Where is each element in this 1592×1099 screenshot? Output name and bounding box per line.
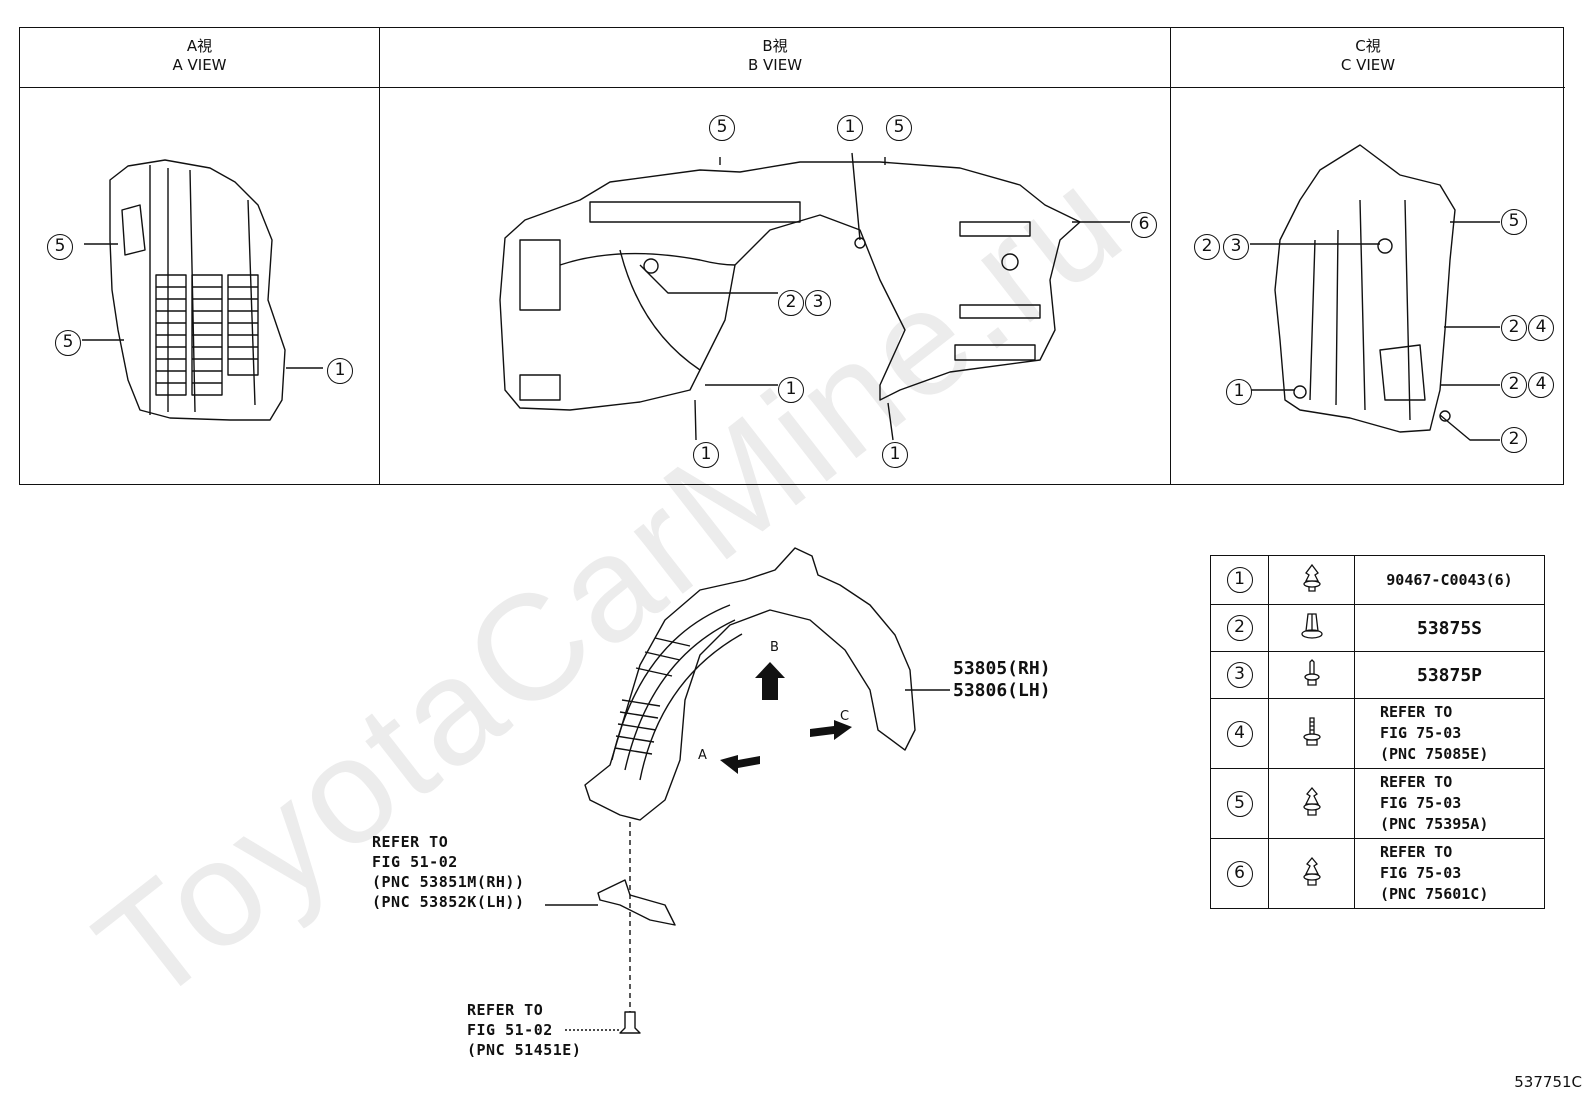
parts-row-3: 3 53875P [1210,651,1545,699]
parts-row-3-number: 3 [1226,662,1253,688]
view-c-liner-drawing [1240,144,1500,441]
bolt-icon [1268,698,1355,769]
bolt-part-drawing [565,1011,641,1034]
bolt-reference: REFER TO FIG 51-02 (PNC 51451E) [467,1001,582,1059]
view-a-title-jp: A視 [186,37,213,55]
view-a-callout-1: 1 [327,358,353,384]
view-c-callout-4-upper: 4 [1528,315,1554,341]
view-c-callout-2-lower: 2 [1501,427,1527,453]
view-b-callout-1-mid: 1 [778,377,804,403]
view-b-callout-6: 6 [1131,212,1157,238]
parts-row-6: 6 REFER TO FIG 75-03 (PNC 75601C) [1210,838,1545,909]
view-a-grille [155,274,259,396]
view-b-panel: B視 B VIEW [379,28,1170,484]
screw-icon [1268,651,1355,699]
parts-row-1: 1 90467-C0043(6) [1210,555,1545,605]
view-a-panel: A視 A VIEW [20,28,379,484]
view-b-title-jp: B視 [762,37,788,55]
view-b-callout-2: 2 [778,290,804,316]
view-a-callout-5-lower: 5 [55,330,81,356]
view-c-panel: C視 C VIEW [1170,28,1565,484]
view-b-callout-1-top: 1 [837,115,863,141]
parts-row-2-number: 2 [1226,615,1253,641]
view-c-callout-3: 3 [1223,234,1249,260]
push-clip-icon [1268,838,1355,909]
parts-row-6-number: 6 [1226,860,1253,887]
view-b-callout-5-left: 5 [709,115,735,141]
parts-row-5-number: 5 [1226,790,1253,817]
parts-row-1-number: 1 [1226,567,1253,593]
view-c-callout-2-upper: 2 [1501,315,1527,341]
shield-reference: REFER TO FIG 51-02 (PNC 53851M(RH)) (PNC… [372,833,525,911]
views-frame: A視 A VIEW B視 B VIEW C視 C VIEW [19,27,1565,485]
push-clip-icon [1268,768,1355,839]
view-a-callout-5-upper: 5 [47,234,73,260]
main-fender-liner-drawing [584,547,950,1012]
parts-table: 1 90467-C0043(6) 2 53875S 3 53875P 4 REF… [1210,555,1545,909]
view-b-callout-3: 3 [805,290,831,316]
view-c-callout-4-mid: 4 [1528,372,1554,398]
view-c-callout-1: 1 [1226,379,1252,405]
view-b-callout-1-bottom-right: 1 [882,442,908,468]
view-c-callout-2-mid: 2 [1501,372,1527,398]
view-c-title-en: C VIEW [1340,56,1396,74]
parts-row-2-part: 53875S [1354,604,1545,652]
view-c-title-jp: C視 [1355,37,1381,55]
view-c-header: C視 C VIEW [1171,28,1565,88]
arrow-b-label: B [770,640,779,655]
view-c-callout-5: 5 [1501,209,1527,235]
arrow-a-label: A [698,748,707,763]
view-a-header: A視 A VIEW [20,28,379,88]
parts-row-4-part: REFER TO FIG 75-03 (PNC 75085E) [1354,698,1545,769]
view-a-liner-drawing [82,159,323,421]
parts-row-3-part: 53875P [1354,651,1545,699]
shield-part-drawing [545,879,676,926]
arrow-a [720,755,760,774]
parts-row-6-part: REFER TO FIG 75-03 (PNC 75601C) [1354,838,1545,909]
view-b-header: B視 B VIEW [380,28,1170,88]
arrow-c [810,720,852,740]
figure-code: 537751C [1514,1073,1582,1091]
parts-row-5-part: REFER TO FIG 75-03 (PNC 75395A) [1354,768,1545,839]
view-a-title-en: A VIEW [172,56,227,74]
nut-clip-icon [1268,604,1355,652]
parts-row-4-number: 4 [1226,720,1253,747]
part-number-lh: 53806(LH) [953,680,1051,701]
parts-row-2: 2 53875S [1210,604,1545,652]
view-c-callout-2: 2 [1194,234,1220,260]
arrow-c-label: C [840,709,850,724]
push-clip-icon [1268,555,1355,605]
view-b-title-en: B VIEW [747,56,803,74]
view-b-callout-1-bottom-left: 1 [693,442,719,468]
view-b-callout-5-right: 5 [886,115,912,141]
parts-row-1-part: 90467-C0043(6) [1354,555,1545,605]
parts-row-4: 4 REFER TO FIG 75-03 (PNC 75085E) [1210,698,1545,769]
arrow-b [755,662,785,700]
direction-arrows [720,662,852,774]
view-b-liner-drawing [499,152,1130,441]
parts-row-5: 5 REFER TO FIG 75-03 (PNC 75395A) [1210,768,1545,839]
part-number-rh: 53805(RH) [953,658,1051,679]
